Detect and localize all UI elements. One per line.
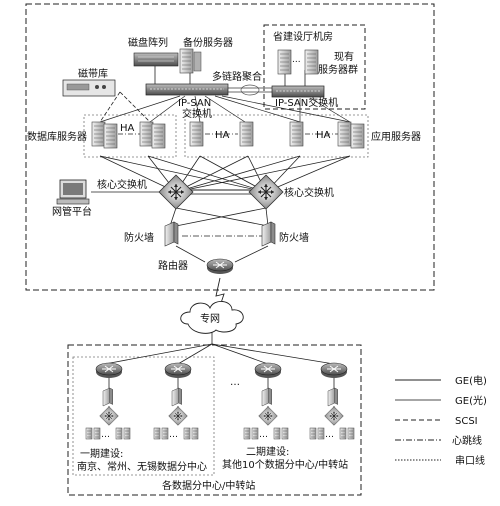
svg-text:...: ...	[292, 55, 301, 65]
phase2-label-line1: 二期建设:	[246, 445, 289, 458]
legend: GE(电) GE(光) SCSI 心跳线 串口线	[395, 374, 487, 467]
core-switch-2-icon	[248, 174, 284, 210]
legend-item-ge-optical: GE(光)	[395, 394, 487, 407]
phase1-frame	[72, 356, 215, 476]
app-cluster-frame	[184, 114, 369, 158]
ha-label-1: HA	[120, 123, 135, 134]
router-label: 路由器	[158, 259, 188, 272]
private-network-cloud	[180, 301, 244, 334]
ha-label-2: HA	[215, 130, 230, 141]
branch-1	[85, 362, 131, 440]
svg-text:…: …	[101, 430, 110, 440]
core-switch-1-label: 核心交换机	[97, 178, 147, 191]
core-switch-2-label: 核心交换机	[284, 186, 334, 199]
branch-ellipsis: …	[230, 377, 240, 388]
phase1-label-line1: 一期建设:	[80, 447, 123, 460]
app-server-label: 应用服务器	[371, 130, 421, 143]
firewall-1-icon	[164, 221, 179, 247]
branch-2	[153, 362, 199, 440]
backup-server	[179, 48, 202, 74]
legend-label: SCSI	[455, 416, 478, 427]
branch-centers-label: 各数据分中心/中转站	[162, 479, 255, 492]
branch-server-dots: … … … …	[101, 430, 334, 440]
existing-servers-label-line2: 服务器群	[318, 63, 358, 76]
core-switch-1-icon	[158, 174, 194, 210]
branch-3	[243, 362, 289, 440]
db-server-label: 数据库服务器	[27, 130, 87, 143]
provincial-room-label: 省建设厅机房	[273, 30, 333, 43]
branch-links	[104, 343, 335, 418]
svg-text:…: …	[325, 430, 334, 440]
ipsan-switch-1	[145, 83, 229, 96]
legend-label: 心跳线	[452, 434, 482, 447]
existing-server-group: ...	[277, 49, 319, 75]
datacenter-frame	[25, 3, 435, 291]
disk-array-label: 磁盘阵列	[128, 36, 168, 49]
firewall-2-icon	[261, 221, 276, 247]
ha-label-3: HA	[316, 130, 331, 141]
legend-item-serial: 串口线	[395, 454, 485, 467]
branch-4	[309, 362, 355, 440]
legend-item-scsi: SCSI	[395, 416, 478, 427]
svg-text:…: …	[169, 430, 178, 440]
multilink-label: 多链路聚合	[212, 70, 262, 83]
ipsan2-label: IP-SAN交换机	[275, 96, 338, 109]
ipsan1-label-line1: IP-SAN	[178, 98, 211, 109]
tape-library	[62, 79, 116, 97]
legend-label: 串口线	[455, 454, 485, 467]
svg-text:…: …	[259, 430, 268, 440]
nms-computer-icon	[56, 179, 90, 205]
provincial-room-frame	[263, 24, 366, 110]
ipsan-switch-2	[271, 85, 325, 98]
core-links	[91, 189, 269, 313]
legend-item-heartbeat: 心跳线	[395, 434, 482, 447]
phase2-label-line2: 其他10个数据分中心/中转站	[222, 458, 348, 471]
existing-servers-label-line1: 现有	[334, 50, 354, 63]
private-net-label: 专网	[200, 312, 220, 325]
firewall-1-label: 防火墙	[124, 231, 154, 244]
legend-label: GE(电)	[455, 374, 487, 387]
ipsan1-label-line2: 交换机	[182, 107, 212, 120]
legend-label: GE(光)	[455, 394, 487, 407]
nms-label: 网管平台	[52, 205, 92, 218]
phase1-label-line2: 南京、常州、无锡数据分中心	[77, 460, 207, 473]
tape-library-label: 磁带库	[78, 67, 108, 80]
disk-array	[133, 52, 179, 67]
router-icon	[206, 258, 234, 275]
legend-item-ge-electric: GE(电)	[395, 374, 487, 387]
backup-server-label: 备份服务器	[183, 36, 233, 49]
firewall-2-label: 防火墙	[279, 231, 309, 244]
db-cluster-frame	[83, 114, 177, 158]
